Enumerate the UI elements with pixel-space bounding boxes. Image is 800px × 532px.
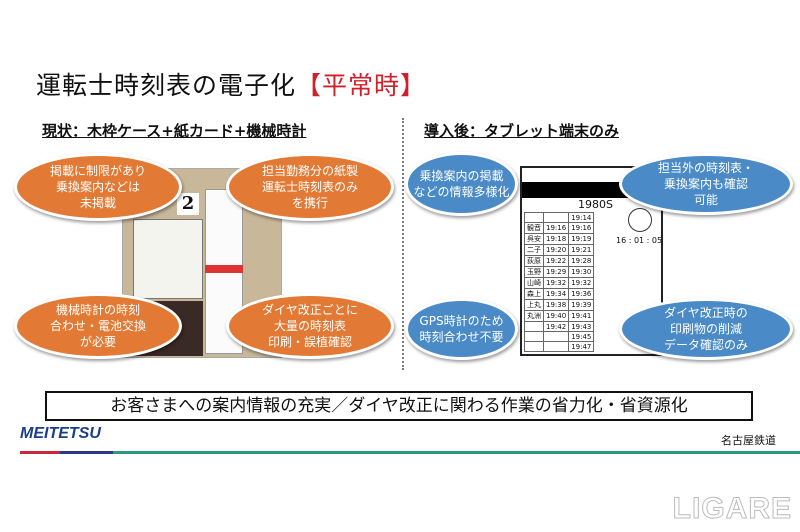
red-stripe: [205, 265, 243, 273]
footer-line-green: [113, 451, 800, 454]
page-title: 運転士時刻表の電子化【平常時】: [36, 66, 426, 102]
bubble-after-4: ダイヤ改正時の 印刷物の削減 データ確認のみ: [619, 298, 793, 360]
table-cell: 19:30: [568, 266, 595, 278]
summary-box: お客さまへの案内情報の充実／ダイヤ改正に関わる作業の省力化・省資源化: [45, 391, 753, 421]
watermark: LIGARE: [672, 492, 792, 526]
table-cell: 19:32: [542, 277, 570, 289]
table-cell: 上丸: [524, 299, 544, 311]
bubble-text: 掲載に制限があり 乗換案内などは 未掲載: [49, 164, 146, 210]
table-cell: 19:32: [568, 277, 595, 289]
table-cell: 呉安: [524, 233, 544, 245]
table-cell: [542, 331, 570, 342]
table-cell: 19:14: [568, 212, 595, 223]
table-row: 19:14: [524, 212, 595, 223]
paper-card: [133, 219, 203, 299]
table-cell: 19:16: [568, 222, 595, 234]
logo-text: MEITETSU: [20, 425, 101, 442]
table-cell: [542, 212, 570, 223]
table-cell: 19:19: [568, 233, 595, 245]
table-cell: 玉野: [524, 266, 544, 278]
left-heading: 現状：木枠ケース+紙カード+機械時計: [42, 122, 307, 140]
table-cell: [524, 331, 544, 342]
bubble-text: ダイヤ改正ごとに 大量の時刻表 印刷・誤植確認: [262, 303, 358, 349]
bubble-after-1: 乗換案内の掲載 などの情報多様化: [405, 152, 518, 216]
table-cell: 19:20: [542, 244, 570, 256]
meitetsu-logo: MEITETSU: [20, 425, 101, 443]
table-cell: 19:36: [568, 288, 595, 300]
table-cell: 19:43: [568, 321, 595, 332]
table-cell: 19:47: [568, 341, 595, 352]
divider: [402, 118, 404, 370]
table-cell: 山崎: [524, 277, 544, 289]
bubble-after-2: 担当外の時刻表・ 乗換案内も確認 可能: [619, 153, 793, 215]
table-cell: 19:42: [542, 321, 570, 332]
table-cell: 19:39: [568, 299, 595, 311]
table-cell: 19:21: [568, 244, 595, 256]
table-cell: [542, 341, 570, 352]
table-cell: 観音: [524, 222, 544, 234]
footer-line-red: [20, 451, 60, 454]
table-cell: 19:41: [568, 310, 595, 322]
title-tag: 【平常時】: [296, 71, 427, 100]
table-cell: 19:16: [542, 222, 570, 234]
bubble-current-4: ダイヤ改正ごとに 大量の時刻表 印刷・誤植確認: [226, 293, 394, 359]
bubble-text: GPS時計のため 時刻合わせ不要: [419, 314, 504, 344]
table-cell: 19:40: [542, 310, 570, 322]
table-cell: [524, 341, 544, 352]
title-text: 運転士時刻表の電子化: [36, 71, 297, 100]
table-cell: 19:22: [542, 255, 570, 267]
table-cell: 二子: [524, 244, 544, 256]
table-cell: 19:18: [542, 233, 570, 245]
train-number: 1980S: [578, 198, 613, 211]
table-cell: 19:45: [568, 331, 595, 342]
table-cell: 19:34: [542, 288, 570, 300]
bubble-text: 担当外の時刻表・ 乗換案内も確認 可能: [657, 161, 754, 207]
table-cell: 19:29: [542, 266, 570, 278]
table-cell: 19:28: [568, 255, 595, 267]
bubble-current-1: 掲載に制限があり 乗換案内などは 未掲載: [14, 153, 182, 221]
right-heading: 導入後：タブレット端末のみ: [424, 122, 620, 140]
table-row: 19:45: [524, 331, 595, 342]
analog-clock-icon: [628, 208, 652, 232]
bubble-after-3: GPS時計のため 時刻合わせ不要: [405, 298, 518, 360]
company-name: 名古屋鉄道: [721, 434, 776, 447]
table-cell: 森上: [524, 288, 544, 300]
bubble-current-2: 担当勤務分の紙製 運転士時刻表のみ を携行: [226, 153, 394, 221]
bubble-current-3: 機械時計の時刻 合わせ・電池交換 が必要: [14, 293, 182, 359]
case-number: 2: [177, 193, 199, 215]
bubble-text: 機械時計の時刻 合わせ・電池交換 が必要: [49, 303, 146, 349]
footer-line-blue: [60, 451, 113, 454]
table-cell: [524, 321, 544, 332]
table-cell: 丸洲: [524, 310, 544, 322]
table-cell: 荻原: [524, 255, 544, 267]
table-cell: [524, 212, 544, 223]
table-cell: 19:38: [542, 299, 570, 311]
bubble-text: 担当勤務分の紙製 運転士時刻表のみ を携行: [261, 164, 358, 210]
bubble-text: 乗換案内の掲載 などの情報多様化: [413, 169, 510, 199]
table-row: 19:47: [524, 341, 595, 352]
digital-clock: 16 : 01 : 05: [616, 236, 663, 245]
bubble-text: ダイヤ改正時の 印刷物の削減 データ確認のみ: [663, 306, 748, 352]
